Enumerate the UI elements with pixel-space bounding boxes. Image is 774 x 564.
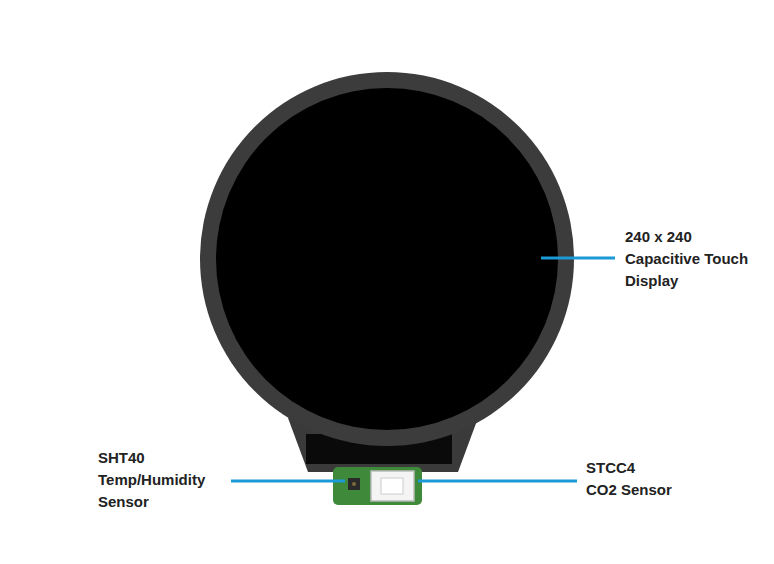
display-screen	[216, 88, 558, 430]
callout-label: 240 x 240 Capacitive Touch Display	[625, 226, 748, 292]
stcc4-sensor	[371, 471, 414, 501]
display-bezel	[200, 72, 574, 446]
sht40-opening	[352, 482, 356, 486]
stcc4-window	[381, 478, 403, 494]
leader-line	[418, 480, 577, 483]
sht40-chip	[348, 478, 360, 490]
callout-label: SHT40 Temp/Humidity Sensor	[98, 447, 205, 513]
leader-line	[541, 257, 615, 260]
callout-label: STCC4 CO2 Sensor	[586, 457, 672, 501]
sensor-pcb	[333, 467, 422, 505]
leader-line	[231, 480, 345, 483]
